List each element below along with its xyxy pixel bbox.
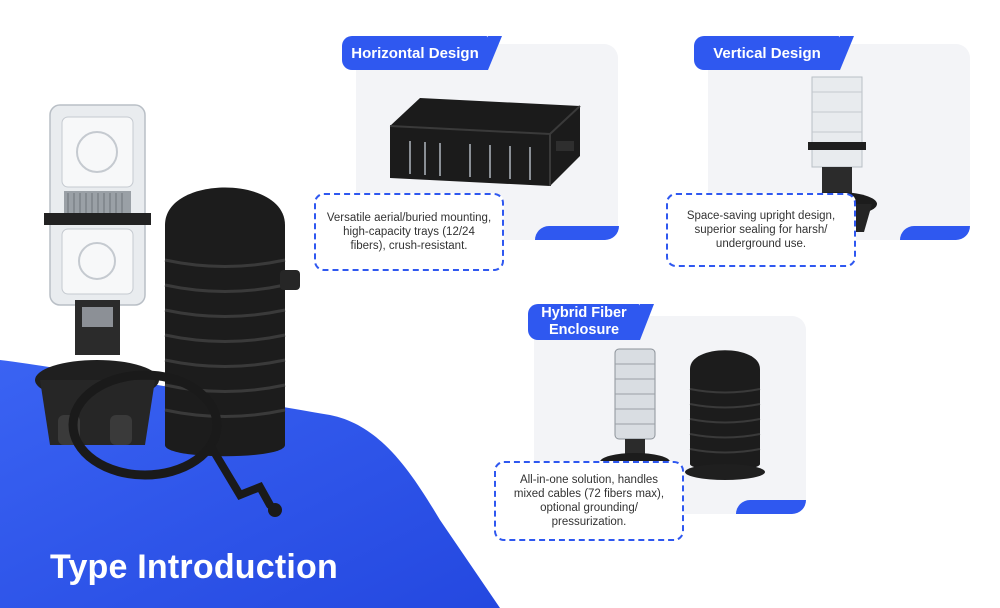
splice-closure-hero-image	[35, 104, 300, 517]
card-vertical-design: Vertical Design Space-saving upright des…	[666, 36, 982, 276]
card-corner-accent	[736, 500, 806, 514]
card-title-tag: Vertical Design	[694, 36, 854, 70]
card-description: Space-saving upright design, superior se…	[666, 193, 856, 267]
card-description: All-in-one solution, handles mixed cable…	[494, 461, 684, 541]
card-horizontal-design: Horizontal Design Versatile aerial/burie…	[314, 36, 620, 276]
hybrid-enclosure-image	[600, 348, 765, 480]
card-title-tag: Hybrid Fiber Enclosure	[528, 304, 654, 340]
horizontal-closure-image	[389, 98, 581, 186]
card-title-tag: Horizontal Design	[342, 36, 502, 70]
card-corner-accent	[900, 226, 970, 240]
card-corner-accent	[535, 226, 619, 240]
card-hybrid-fiber-enclosure: Hybrid Fiber Enclosure All-in-one soluti…	[494, 304, 810, 544]
page-title: Type Introduction	[50, 548, 338, 586]
card-description: Versatile aerial/buried mounting, high-c…	[314, 193, 504, 271]
